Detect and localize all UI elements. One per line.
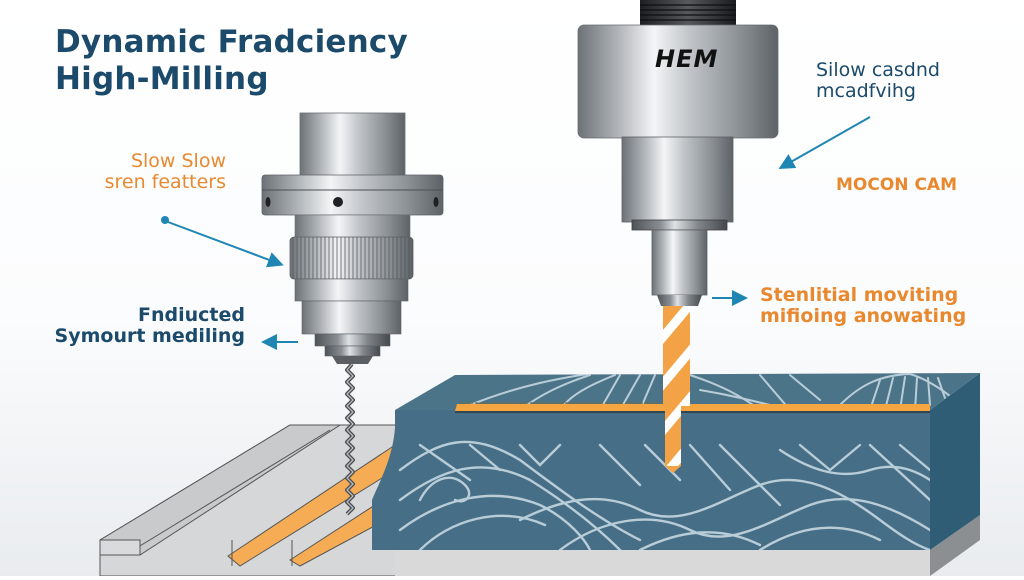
arrow-right-top: [778, 116, 871, 169]
callout-left-top-line-1: Slow Slow: [130, 150, 226, 172]
arrow-origin-dot: [161, 216, 169, 224]
callout-left-bottom-line-2: Symourt mediling: [54, 325, 245, 348]
callout-right-bottom: Stenlitial moviting mifioing anowating: [760, 284, 967, 328]
right-tool-holder: [577, 0, 779, 306]
callout-right-bottom-line-2: mifioing anowating: [760, 305, 967, 328]
callout-right-bottom-line-1: Stenlitial moviting: [760, 284, 959, 306]
title-line-1: Dynamic Fradciency: [55, 24, 408, 60]
spiral-drill-bit: [345, 362, 355, 516]
page-title: Dynamic Fradciency High-Milling: [55, 24, 408, 98]
left-rail-workpiece: [99, 424, 451, 577]
callout-right-top: Silow casdnd mcadfvihg: [816, 59, 940, 103]
callout-right-top-line-2: mcadfvihg: [816, 80, 916, 103]
title-line-2: High-Milling: [55, 61, 269, 98]
left-tool-holder: [261, 112, 444, 364]
tool-brand-label: HEM: [655, 45, 719, 73]
callout-left-top: Slow Slow sren featters: [80, 150, 226, 194]
callout-left-bottom: Fndiucted Symourt mediling: [40, 304, 245, 348]
arrow-left-top: [167, 221, 284, 268]
callout-arrows: [161, 116, 871, 350]
callout-left-top-line-2: sren featters: [104, 171, 226, 194]
callout-right-middle: MOCON CAM: [836, 175, 957, 195]
callout-left-bottom-line-1: Fndiucted: [138, 304, 245, 326]
striped-end-mill: [663, 306, 690, 473]
callout-right-top-line-1: Silow casdnd: [816, 59, 940, 81]
